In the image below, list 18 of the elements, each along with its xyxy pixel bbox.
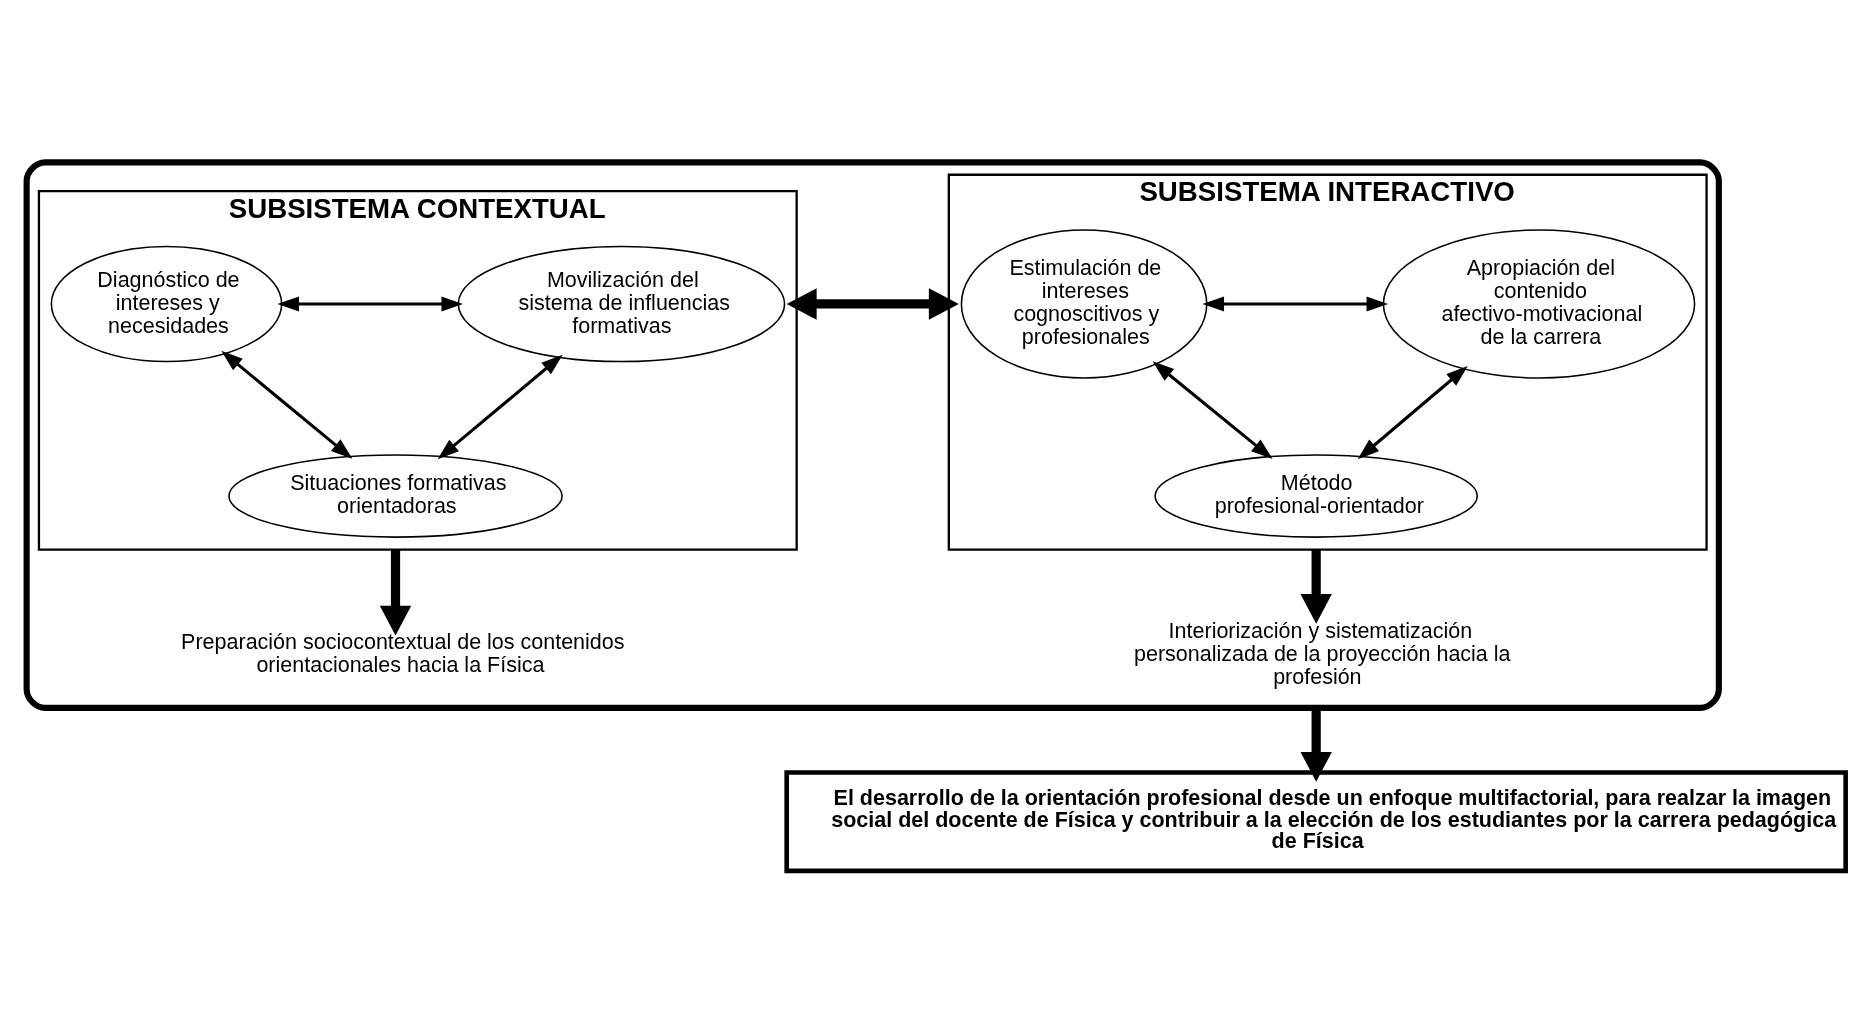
arrow	[1202, 296, 1389, 312]
arrow	[1300, 549, 1332, 624]
arrow	[786, 288, 959, 320]
arrow	[277, 296, 463, 312]
arrow	[379, 549, 412, 636]
arrow	[221, 350, 353, 459]
cluster	[23, 159, 1722, 711]
node-text: Interiorización y sistematización personalizada de la proyección hacia la profesión	[1134, 618, 1511, 689]
node-ellipse: Método profesional-orientador	[1154, 454, 1478, 538]
arrow	[1152, 361, 1273, 459]
node-ellipse: Apropiación del contenido afectivo-motivacional de la carrera	[1382, 229, 1696, 379]
arrow	[1357, 365, 1468, 460]
node-box: El desarrollo de la orientación profesional desde un enfoque multifactorial, para realzar la imagen social del docente de Física y contribuir a la elección de los estudiantes por la carrera pedagógica de Física	[784, 770, 1848, 874]
node-text: Preparación sociocontextual de los contenidos orientacionales hacia la Física	[181, 630, 625, 678]
node-ellipse: Diagnóstico de intereses y necesidades	[50, 245, 283, 363]
node-ellipse: Movilización del sistema de influencias formativas	[457, 245, 786, 363]
node-ellipse: Situaciones formativas orientadoras	[228, 454, 563, 538]
arrow	[437, 354, 563, 460]
